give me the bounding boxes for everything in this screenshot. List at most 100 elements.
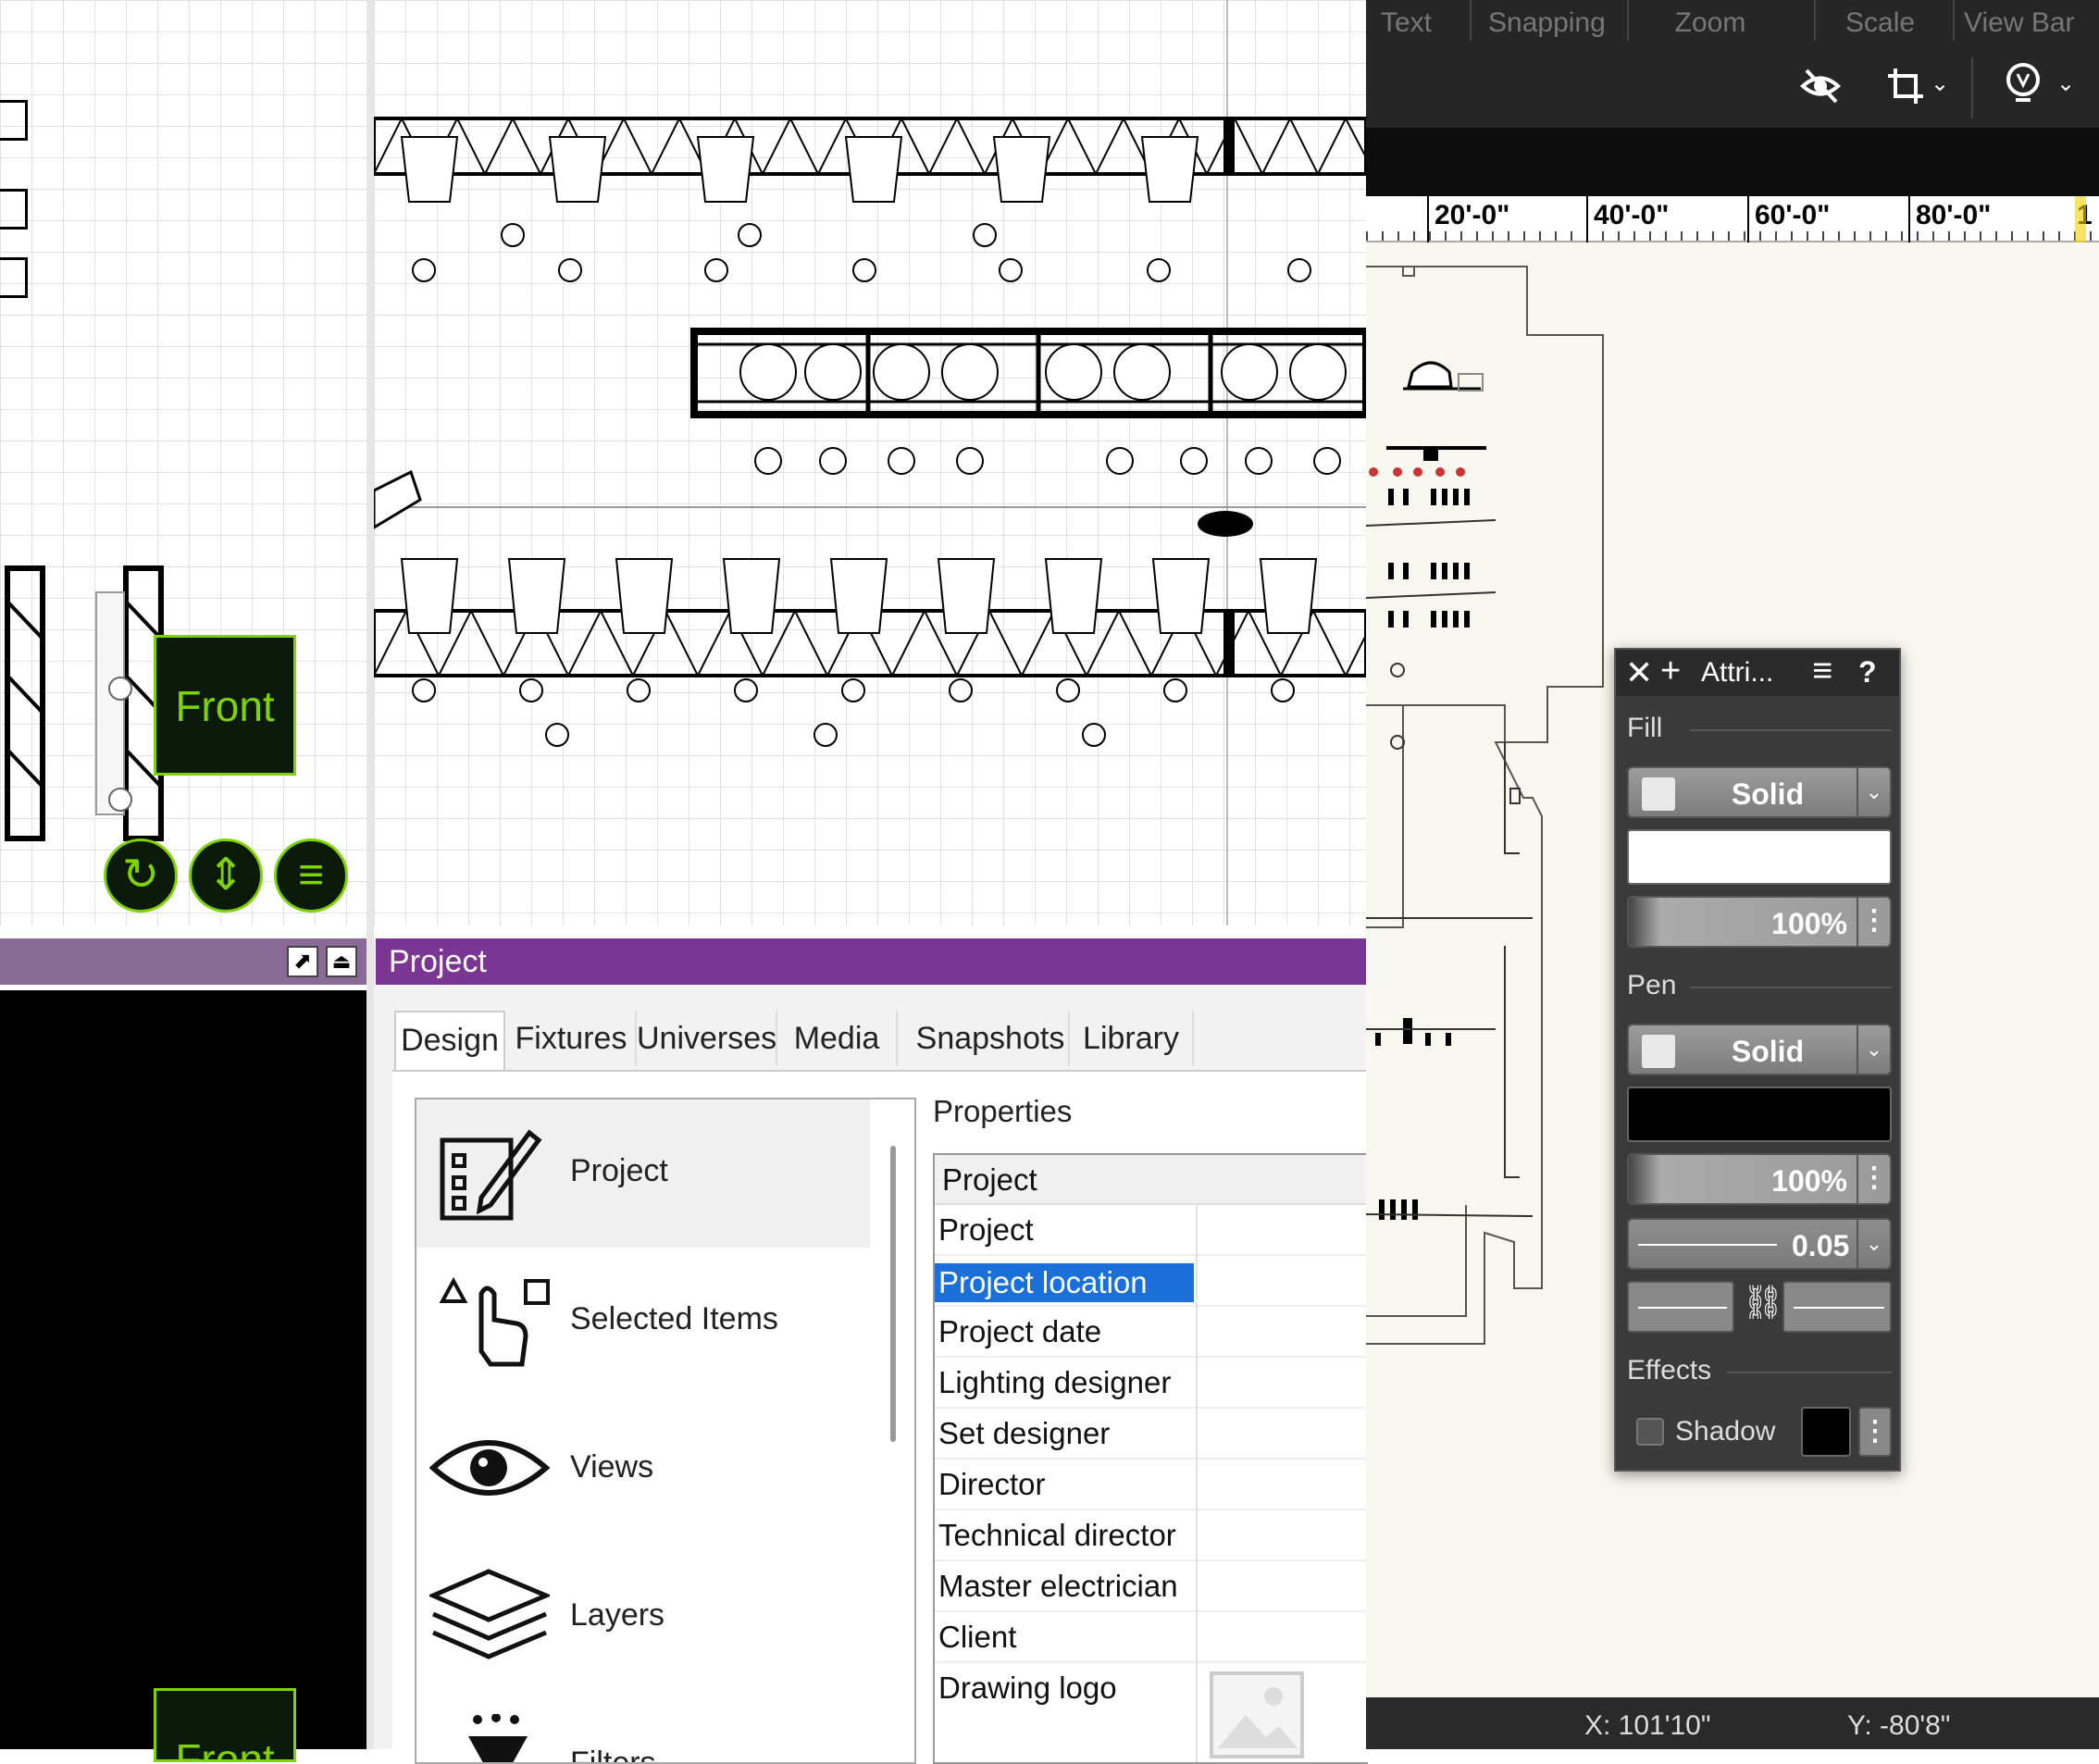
- filter-icon: [468, 1714, 528, 1762]
- property-row-lighting-designer[interactable]: Lighting designer: [935, 1358, 1368, 1409]
- move-vertical-button[interactable]: ⇕: [189, 839, 263, 913]
- chevron-down-icon: ⌄: [1857, 768, 1890, 816]
- tab-library[interactable]: Library: [1070, 1011, 1194, 1066]
- horizontal-ruler[interactable]: 20'-0" 40'-0" 60'-0" 80'-0" 1: [1366, 196, 2099, 242]
- pen-opacity-control[interactable]: 100%⋮: [1627, 1153, 1892, 1205]
- tab-content: Project Selected Items Views Layers Filt…: [392, 1070, 1368, 1764]
- menu-button[interactable]: ≡: [274, 839, 348, 913]
- property-row-project[interactable]: Project: [935, 1205, 1368, 1256]
- tab-fixtures[interactable]: Fixtures: [507, 1011, 637, 1066]
- toolbar-item-text[interactable]: Text: [1381, 7, 1433, 38]
- document-pencil-icon: [440, 1129, 542, 1221]
- close-icon[interactable]: ✕: [1625, 653, 1654, 691]
- nav-scrollbar[interactable]: [890, 1146, 896, 1442]
- tab-universes[interactable]: Universes: [637, 1011, 777, 1066]
- pen-color-swatch[interactable]: [1627, 1087, 1892, 1142]
- image-placeholder-icon[interactable]: [1209, 1671, 1305, 1759]
- pen-style-dropdown[interactable]: Solid⌄: [1627, 1024, 1892, 1075]
- toolbar-item-view-bar[interactable]: View Bar: [1964, 7, 2075, 38]
- tab-snapshots[interactable]: Snapshots: [913, 1011, 1070, 1066]
- link-off-icon[interactable]: ⛓: [1742, 1283, 1784, 1321]
- property-row-master-electrician[interactable]: Master electrician: [935, 1561, 1368, 1612]
- chevron-down-icon[interactable]: ⌄: [1931, 71, 1950, 96]
- toolbar-divider: [1953, 0, 1955, 41]
- more-options-icon[interactable]: ⋮: [1857, 898, 1890, 946]
- front-view-button[interactable]: Front: [154, 635, 296, 776]
- line-end-marker[interactable]: [1782, 1281, 1892, 1333]
- front-view-button[interactable]: Front: [154, 1688, 296, 1762]
- truss-tower-drawing: [5, 565, 164, 841]
- tab-bar: Design Fixtures Universes Media Snapshot…: [394, 1011, 1366, 1070]
- eye-icon: [429, 1440, 550, 1496]
- toolbar-item-snapping[interactable]: Snapping: [1488, 7, 1606, 38]
- tab-media[interactable]: Media: [777, 1011, 898, 1066]
- fill-color-swatch[interactable]: [1627, 829, 1892, 885]
- panel-divider[interactable]: [366, 0, 374, 1749]
- toolbar-divider: [1627, 0, 1629, 41]
- fill-swatch: [1642, 777, 1675, 811]
- add-icon[interactable]: +: [1660, 652, 1682, 690]
- chevron-down-icon: ⌄: [1857, 1025, 1890, 1074]
- ruler-label: 60'-0": [1755, 200, 1831, 230]
- rotate-button[interactable]: ↻: [104, 839, 178, 913]
- properties-title: Properties: [933, 1094, 1073, 1128]
- vw-black-bar: [1366, 128, 2099, 196]
- effects-section-label: Effects: [1627, 1355, 1712, 1385]
- sidebar-marker: [0, 189, 28, 230]
- toolbar-item-zoom[interactable]: Zoom: [1674, 7, 1746, 38]
- fill-style-dropdown[interactable]: Solid⌄: [1627, 766, 1892, 818]
- more-options-icon[interactable]: ⋮: [1858, 1407, 1892, 1457]
- pin-icon[interactable]: ⬈: [287, 946, 318, 977]
- project-panel: Project Design Fixtures Universes Media …: [374, 938, 1368, 1764]
- shadow-checkbox[interactable]: [1636, 1418, 1664, 1446]
- crop-tool-icon[interactable]: [1884, 65, 1927, 107]
- nav-item-selected-items[interactable]: Selected Items: [416, 1248, 870, 1396]
- property-row-set-designer[interactable]: Set designer: [935, 1409, 1368, 1460]
- lightbulb-options-icon[interactable]: [2005, 61, 2047, 107]
- fill-section-label: Fill: [1627, 713, 1663, 743]
- section-divider: [1690, 729, 1892, 731]
- toolbar-divider: [1814, 0, 1816, 41]
- property-row-project-date[interactable]: Project date: [935, 1307, 1368, 1358]
- fill-opacity-control[interactable]: 100%⋮: [1627, 896, 1892, 948]
- shadow-color-swatch[interactable]: [1801, 1407, 1851, 1457]
- page-title: Project: [389, 944, 487, 979]
- nav-item-label: Filters: [570, 1745, 656, 1764]
- visibility-off-icon[interactable]: [1799, 65, 1842, 107]
- toolbar-divider: [1470, 0, 1472, 41]
- properties-table: Project Project Project location Project…: [933, 1153, 1368, 1764]
- left-dark-panel: Front: [0, 990, 366, 1762]
- menu-icon[interactable]: ≡: [1812, 652, 1833, 690]
- property-row-director[interactable]: Director: [935, 1460, 1368, 1510]
- ruler-label: 20'-0": [1435, 200, 1510, 230]
- status-bar: X: 101'10" Y: -80'8": [1366, 1697, 2099, 1749]
- nav-item-label: Views: [570, 1449, 654, 1484]
- line-weight-dropdown[interactable]: 0.05 ⌄: [1627, 1218, 1892, 1270]
- help-icon[interactable]: ?: [1858, 655, 1877, 689]
- shadow-label: Shadow: [1675, 1416, 1776, 1447]
- toolbar-item-scale[interactable]: Scale: [1845, 7, 1916, 38]
- line-start-marker[interactable]: [1627, 1281, 1734, 1333]
- property-row-project-location[interactable]: Project location: [935, 1256, 1368, 1307]
- nav-item-project[interactable]: Project: [416, 1099, 870, 1248]
- nav-item-layers[interactable]: Layers: [416, 1544, 870, 1692]
- property-row-client[interactable]: Client: [935, 1612, 1368, 1663]
- status-x-coordinate: X: 101'10": [1584, 1710, 1711, 1741]
- property-row-drawing-logo[interactable]: Drawing logo: [935, 1663, 1368, 1762]
- chevron-down-icon[interactable]: ⌄: [2056, 71, 2076, 96]
- nav-item-label: Selected Items: [570, 1301, 778, 1336]
- plan-canvas[interactable]: [374, 0, 1366, 925]
- eject-icon[interactable]: ⏏: [326, 946, 357, 977]
- nav-item-views[interactable]: Views: [416, 1396, 870, 1544]
- design-nav-list: Project Selected Items Views Layers Filt…: [415, 1098, 916, 1764]
- section-divider: [1727, 1372, 1892, 1373]
- tab-design[interactable]: Design: [394, 1011, 505, 1070]
- property-row-technical-director[interactable]: Technical director: [935, 1510, 1368, 1561]
- sidebar-marker: [0, 100, 28, 141]
- left-canvas[interactable]: Front ↻ ⇕ ≡: [0, 0, 366, 925]
- more-options-icon[interactable]: ⋮: [1857, 1155, 1890, 1203]
- nav-item-label: Layers: [570, 1597, 665, 1633]
- pen-section-label: Pen: [1627, 970, 1677, 1000]
- nav-item-filters[interactable]: Filters: [416, 1692, 870, 1764]
- lighting-plot-drawing: [374, 0, 1366, 925]
